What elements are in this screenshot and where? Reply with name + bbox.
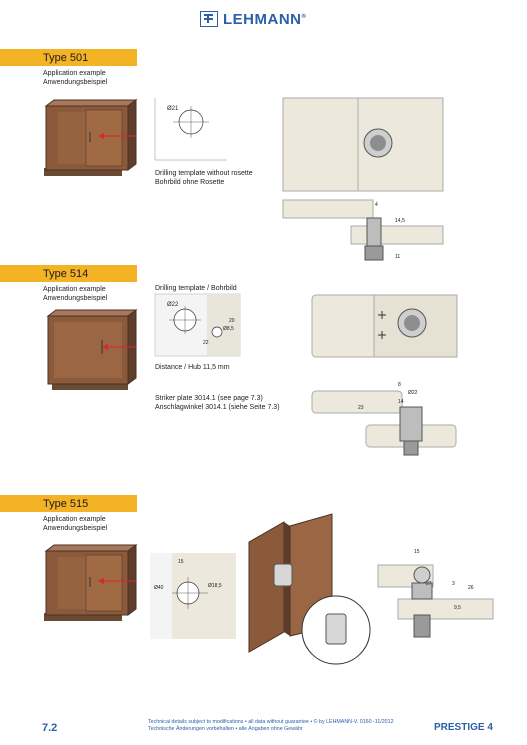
type-515-title: Type 515 <box>43 498 89 510</box>
svg-text:Ø8,5: Ø8,5 <box>223 326 234 332</box>
type-514-title: Type 514 <box>43 268 89 280</box>
product-line: PRESTIGE 4 <box>434 722 493 733</box>
page-number: 7.2 <box>42 722 58 734</box>
svg-text:Ø18,5: Ø18,5 <box>208 583 222 589</box>
cabinet-514-illustration <box>46 309 138 390</box>
svg-text:23: 23 <box>358 405 364 411</box>
svg-text:26: 26 <box>468 585 474 591</box>
distance-514-label: Distance / Hub 11,5 mm <box>155 364 230 371</box>
svg-text:8: 8 <box>398 382 401 388</box>
svg-text:4: 4 <box>375 202 378 208</box>
footer-disclaimer: Technical details subject to modificatio… <box>148 719 394 732</box>
svg-text:Ø22: Ø22 <box>408 390 418 396</box>
svg-text:Ø40: Ø40 <box>154 585 164 591</box>
drilling-template-515: 15 Ø40 Ø18,5 <box>150 553 236 639</box>
striker-514-label: Striker plate 3014.1 (see page 7.3)Ansch… <box>155 395 280 411</box>
svg-text:14,5: 14,5 <box>395 218 405 224</box>
svg-text:20: 20 <box>229 318 235 324</box>
lock-501-drawing: 4 14,5 11 <box>282 97 444 261</box>
svg-text:9,5: 9,5 <box>454 605 461 611</box>
lock-515-illustration <box>248 513 371 665</box>
brand-name: LEHMANN® <box>223 10 307 28</box>
lehmann-logo-icon <box>200 11 218 27</box>
drilling-template-501: Ø21 <box>154 98 227 161</box>
svg-text:22: 22 <box>203 340 209 346</box>
type-501-bar <box>0 49 137 66</box>
type-501-title: Type 501 <box>43 52 89 64</box>
svg-text:Ø21: Ø21 <box>167 106 179 112</box>
svg-text:3: 3 <box>452 581 455 587</box>
cabinet-515-illustration <box>44 544 138 621</box>
type-515-bar <box>0 495 137 512</box>
svg-text:Ø22: Ø22 <box>167 302 179 308</box>
cabinet-501-illustration <box>44 99 138 176</box>
type-514-bar <box>0 265 137 282</box>
template-514-label: Drilling template / Bohrbild <box>155 285 237 292</box>
lock-514-drawing: 8 Ø22 14 23 <box>311 294 458 456</box>
svg-text:15: 15 <box>414 549 420 555</box>
drilling-template-514: Ø22 Ø8,5 20 22 <box>154 293 241 357</box>
lehmann-logo: LEHMANN® <box>200 9 306 29</box>
lock-515-drawing: 15 27 3 26 9,5 <box>377 549 494 638</box>
svg-text:15: 15 <box>178 559 184 565</box>
svg-text:11: 11 <box>395 254 400 260</box>
svg-text:14: 14 <box>398 399 404 405</box>
svg-text:27: 27 <box>426 581 432 587</box>
